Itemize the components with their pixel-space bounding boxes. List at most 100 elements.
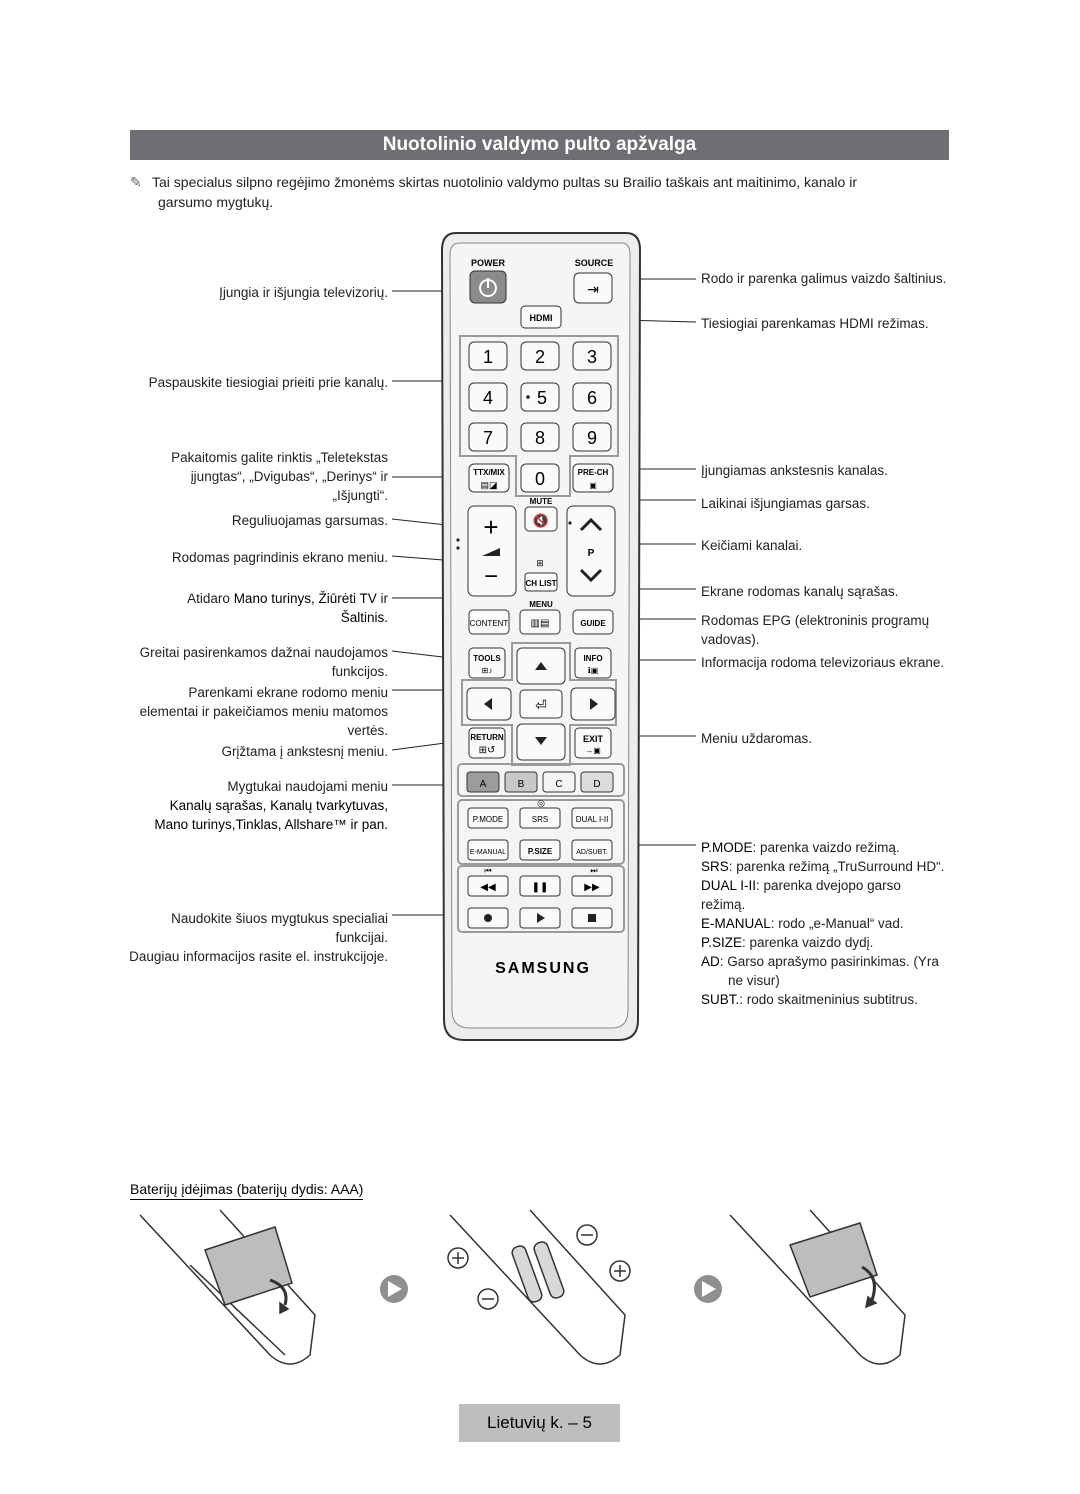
p-size-label: P.SIZE — [528, 847, 553, 856]
label-guide-line: vadovas). — [701, 632, 760, 647]
mode-text: ne visur) — [728, 973, 780, 988]
guide-button[interactable] — [572, 609, 614, 635]
mode-line: ne visur) — [701, 971, 961, 990]
label-special: Naudokite šiuos mygtukus specialiai funk… — [128, 909, 388, 947]
digit-1-label: 1 — [483, 347, 493, 367]
color-key-b-label: B — [518, 779, 525, 790]
ch-list-label: CH LIST — [525, 579, 556, 588]
down-arrow-icon — [535, 737, 547, 745]
ttx-mix-button[interactable] — [468, 463, 510, 493]
menu-icon: ▥▤ — [531, 618, 550, 629]
ad-subt-label: AD/SUBT. — [576, 849, 608, 856]
p-mode-label: P.MODE — [473, 815, 504, 824]
page-footer: Lietuvių k. – 5 — [459, 1404, 620, 1442]
tools-button[interactable] — [468, 647, 506, 679]
mode-key: SUBT. — [701, 992, 740, 1007]
digit-3-button[interactable] — [572, 341, 612, 371]
exit-button[interactable] — [574, 727, 612, 759]
color-key-b-button[interactable] — [504, 771, 538, 793]
mode-text: : parenka vaizdo dydį. — [742, 935, 874, 950]
content-button[interactable] — [468, 609, 510, 635]
dual-button[interactable] — [571, 807, 613, 829]
hdmi-label: HDMI — [530, 313, 553, 323]
battery-cell-icon — [511, 1245, 543, 1303]
mute-label: MUTE — [530, 497, 553, 506]
source-button[interactable] — [573, 272, 613, 304]
page-title: Nuotolinio valdymo pulto apžvalga — [130, 130, 949, 160]
channel-rocker[interactable] — [566, 505, 616, 597]
label-nav: Parenkami ekrane rodomo meniu elementai … — [128, 683, 388, 740]
channel-down-icon — [579, 568, 603, 583]
channel-up-icon — [579, 517, 603, 532]
digit-5-button[interactable] — [520, 382, 560, 412]
color-key-c-button[interactable] — [542, 771, 576, 793]
fast-forward-button[interactable] — [571, 875, 613, 897]
menu-button[interactable] — [519, 609, 561, 635]
label-ttx: Pakaitomis galite rinktis „Teletekstas į… — [128, 448, 388, 505]
mode-key: P.SIZE — [701, 935, 743, 950]
color-key-d-label: D — [593, 779, 600, 790]
mode-keys-group — [457, 799, 625, 865]
srs-button[interactable] — [519, 807, 561, 829]
digit-9-label: 9 — [587, 428, 597, 448]
p-mode-button[interactable] — [467, 807, 509, 829]
pause-button[interactable] — [519, 875, 561, 897]
volume-rocker[interactable] — [467, 505, 517, 597]
mode-line: P.MODE: parenka vaizdo režimą. — [701, 838, 961, 857]
label-channel: Keičiami kanalai. — [701, 538, 803, 553]
label-source: Rodo ir parenka galimus vaizdo šaltinius… — [701, 271, 947, 286]
srs-label: SRS — [532, 815, 548, 824]
ad-marker-icon: ◎ — [537, 798, 545, 808]
enter-button[interactable] — [519, 689, 563, 719]
digit-4-button[interactable] — [468, 382, 508, 412]
digit-9-button[interactable] — [572, 422, 612, 452]
mode-line: AD: Garso aprašymo pasirinkimas. (Yra — [701, 952, 961, 971]
content-label: CONTENT — [470, 619, 509, 628]
fast-forward-icon: ▶▶ — [584, 882, 600, 893]
samsung-logo: SAMSUNG — [495, 960, 591, 977]
mute-button[interactable] — [524, 506, 558, 532]
digit-2-button[interactable] — [520, 341, 560, 371]
note: ✎Tai specialus silpno regėjimo žmonėms s… — [130, 172, 930, 212]
mode-key: SRS — [701, 859, 729, 874]
tools-label: TOOLS — [473, 654, 501, 663]
dual-label: DUAL I-II — [576, 815, 609, 824]
left-arrow-icon — [484, 698, 492, 710]
digit-6-button[interactable] — [572, 382, 612, 412]
label-special-line: funkcijai. — [335, 930, 388, 945]
digit-0-button[interactable] — [520, 463, 560, 493]
battery-illustrations — [139, 1209, 906, 1365]
battery-step-3 — [729, 1209, 906, 1365]
volume-down-icon: − — [484, 563, 498, 590]
digit-8-button[interactable] — [520, 422, 560, 452]
label-guide-line: Rodomas EPG (elektroninis programų — [701, 613, 930, 628]
color-key-d-button[interactable] — [580, 771, 614, 793]
up-arrow-icon — [535, 662, 547, 670]
color-key-a-button[interactable] — [466, 771, 500, 793]
label-content-pre: Atidaro — [187, 591, 234, 606]
mode-key: DUAL I-II — [701, 878, 757, 893]
info-button[interactable] — [574, 647, 612, 679]
chlist-top-icon: ⊞ — [536, 558, 544, 568]
next-track-icon: ⏭ — [590, 866, 597, 875]
pre-ch-button[interactable] — [572, 463, 614, 493]
battery-section-title: Baterijų įdėjimas (baterijų dydis: AAA) — [130, 1181, 364, 1200]
return-icon: ⊞↺ — [479, 745, 496, 756]
label-ttx-line: įjungtas“, „Dvigubas“, „Derinys“ ir — [190, 469, 388, 484]
label-ttx-line: „Išjungti“. — [332, 488, 388, 503]
digit-1-button[interactable] — [468, 341, 508, 371]
color-keys-group — [457, 763, 625, 797]
hdmi-button[interactable] — [520, 305, 562, 329]
p-size-button[interactable] — [519, 839, 561, 861]
ch-list-button[interactable] — [524, 572, 558, 592]
mute-icon: 🔇 — [533, 513, 549, 528]
tools-icon: ⊞♪ — [482, 666, 493, 675]
label-numbers: Paspauskite tiesiogiai prieiti prie kana… — [148, 375, 388, 390]
e-manual-button[interactable] — [467, 839, 509, 861]
mode-key: P.MODE — [701, 840, 753, 855]
return-button[interactable] — [468, 727, 506, 759]
rewind-button[interactable] — [467, 875, 509, 897]
digit-7-button[interactable] — [468, 422, 508, 452]
label-prech: Įjungiamas ankstesnis kanalas. — [701, 463, 888, 478]
ad-subt-button[interactable] — [571, 839, 613, 861]
